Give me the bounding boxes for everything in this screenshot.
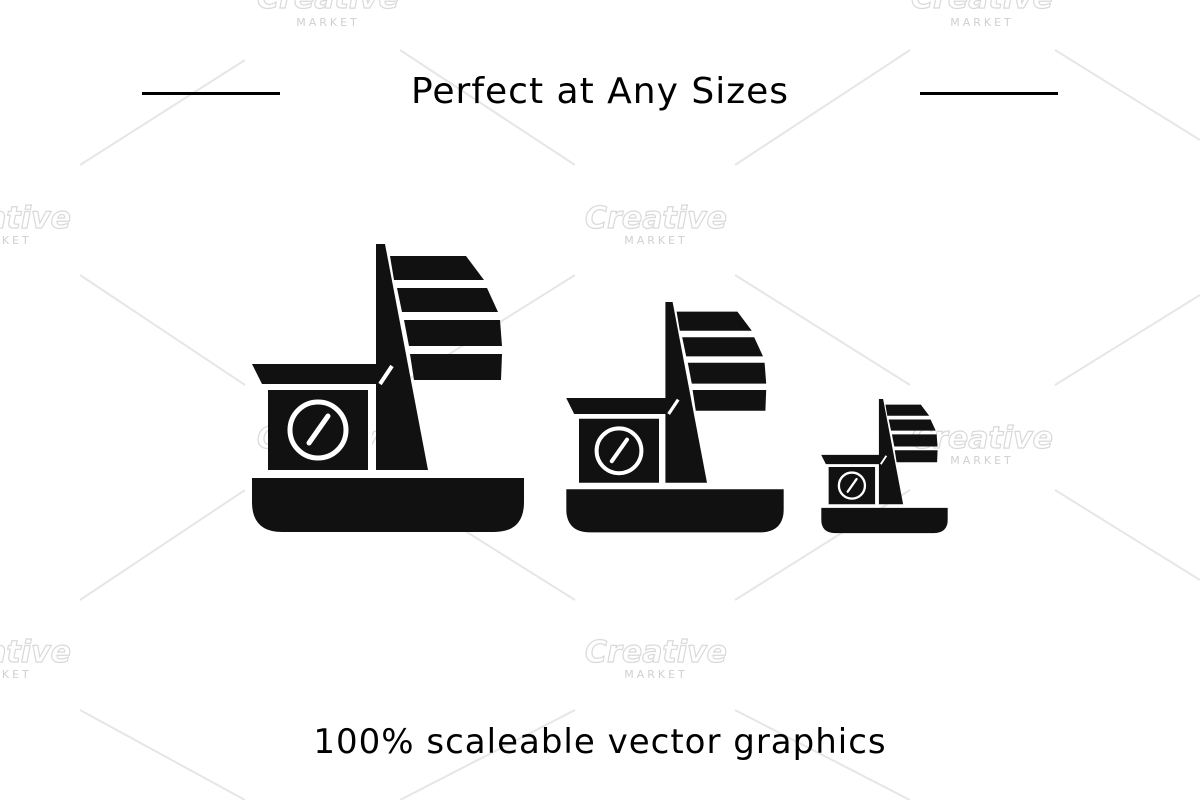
watermark-sub-text: MARKET xyxy=(0,234,32,247)
watermark-sub-text: MARKET xyxy=(624,668,688,681)
watermark-sub-text: MARKET xyxy=(950,16,1014,29)
watermark-logo-text: Creative xyxy=(0,201,71,236)
caption: 100% scaleable vector graphics xyxy=(313,722,887,762)
sailboat-icon-medium xyxy=(566,302,784,534)
sailboat-icon-small xyxy=(821,399,948,534)
watermark-sub-text: MARKET xyxy=(296,16,360,29)
watermark-logo-text: Creative xyxy=(0,635,71,670)
headline-rule-left xyxy=(142,92,280,95)
watermark-logo-text: Creative xyxy=(911,0,1053,16)
sailboat-icon-large xyxy=(252,244,524,534)
watermark-sub-text: MARKET xyxy=(950,454,1014,467)
headline: Perfect at Any Sizes xyxy=(410,71,789,112)
watermark-logo-text: Creative xyxy=(585,201,727,236)
watermark-sub-text: MARKET xyxy=(0,668,32,681)
watermark-sub-text: MARKET xyxy=(624,234,688,247)
watermark-logo-text: Creative xyxy=(257,0,399,16)
watermark-logo-text: Creative xyxy=(585,635,727,670)
headline-rule-right xyxy=(920,92,1058,95)
